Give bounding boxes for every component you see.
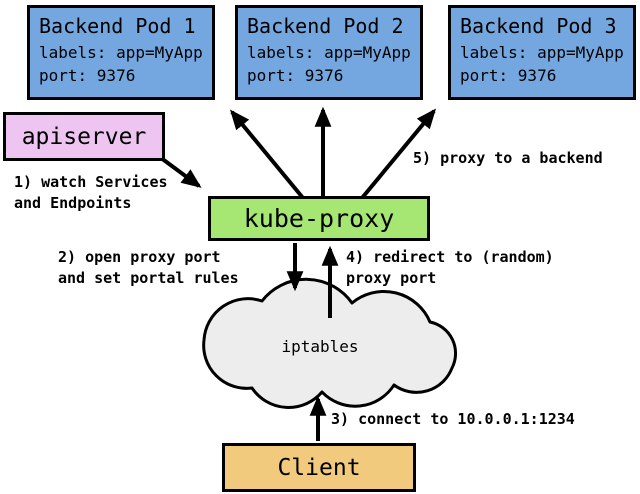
- backend-pod-1-title: Backend Pod 1: [39, 14, 196, 38]
- step-4-redirect-label: 4) redirect to (random) proxy port: [346, 248, 554, 287]
- step-5-proxy-backend-label: 5) proxy to a backend: [413, 149, 603, 167]
- backend-pod-1-box: Backend Pod 1 labels: app=MyApp port: 93…: [27, 5, 215, 100]
- apiserver-box: apiserver: [3, 112, 165, 161]
- kube-proxy-label: kube-proxy: [243, 204, 395, 233]
- backend-pod-3-box: Backend Pod 3 labels: app=MyApp port: 93…: [448, 5, 636, 100]
- backend-pod-3-labels: labels: app=MyApp: [460, 43, 624, 62]
- client-box: Client: [222, 443, 416, 492]
- apiserver-label: apiserver: [21, 123, 147, 150]
- backend-pod-2-port: port: 9376: [247, 66, 344, 85]
- backend-pod-1-labels: labels: app=MyApp: [39, 43, 203, 62]
- kube-proxy-box: kube-proxy: [208, 196, 430, 241]
- backend-pod-2-labels: labels: app=MyApp: [247, 43, 411, 62]
- client-label: Client: [277, 454, 361, 481]
- backend-pod-2-box: Backend Pod 2 labels: app=MyApp port: 93…: [235, 5, 423, 100]
- iptables-cloud-shape: [202, 277, 458, 409]
- backend-pod-1-port: port: 9376: [39, 66, 136, 85]
- step-1-watch-services-label: 1) watch Services and Endpoints: [14, 173, 168, 212]
- arrow-proxy-to-pod3: [360, 108, 437, 200]
- arrow-proxy-to-pod1: [229, 109, 305, 200]
- backend-pod-3-port: port: 9376: [460, 66, 557, 85]
- iptables-label: iptables: [281, 337, 359, 356]
- step-2-open-proxy-port-label: 2) open proxy port and set portal rules: [58, 248, 239, 287]
- backend-pod-2-title: Backend Pod 2: [247, 14, 404, 38]
- step-3-connect-label: 3) connect to 10.0.0.1:1234: [331, 410, 575, 428]
- backend-pod-3-title: Backend Pod 3: [460, 14, 617, 38]
